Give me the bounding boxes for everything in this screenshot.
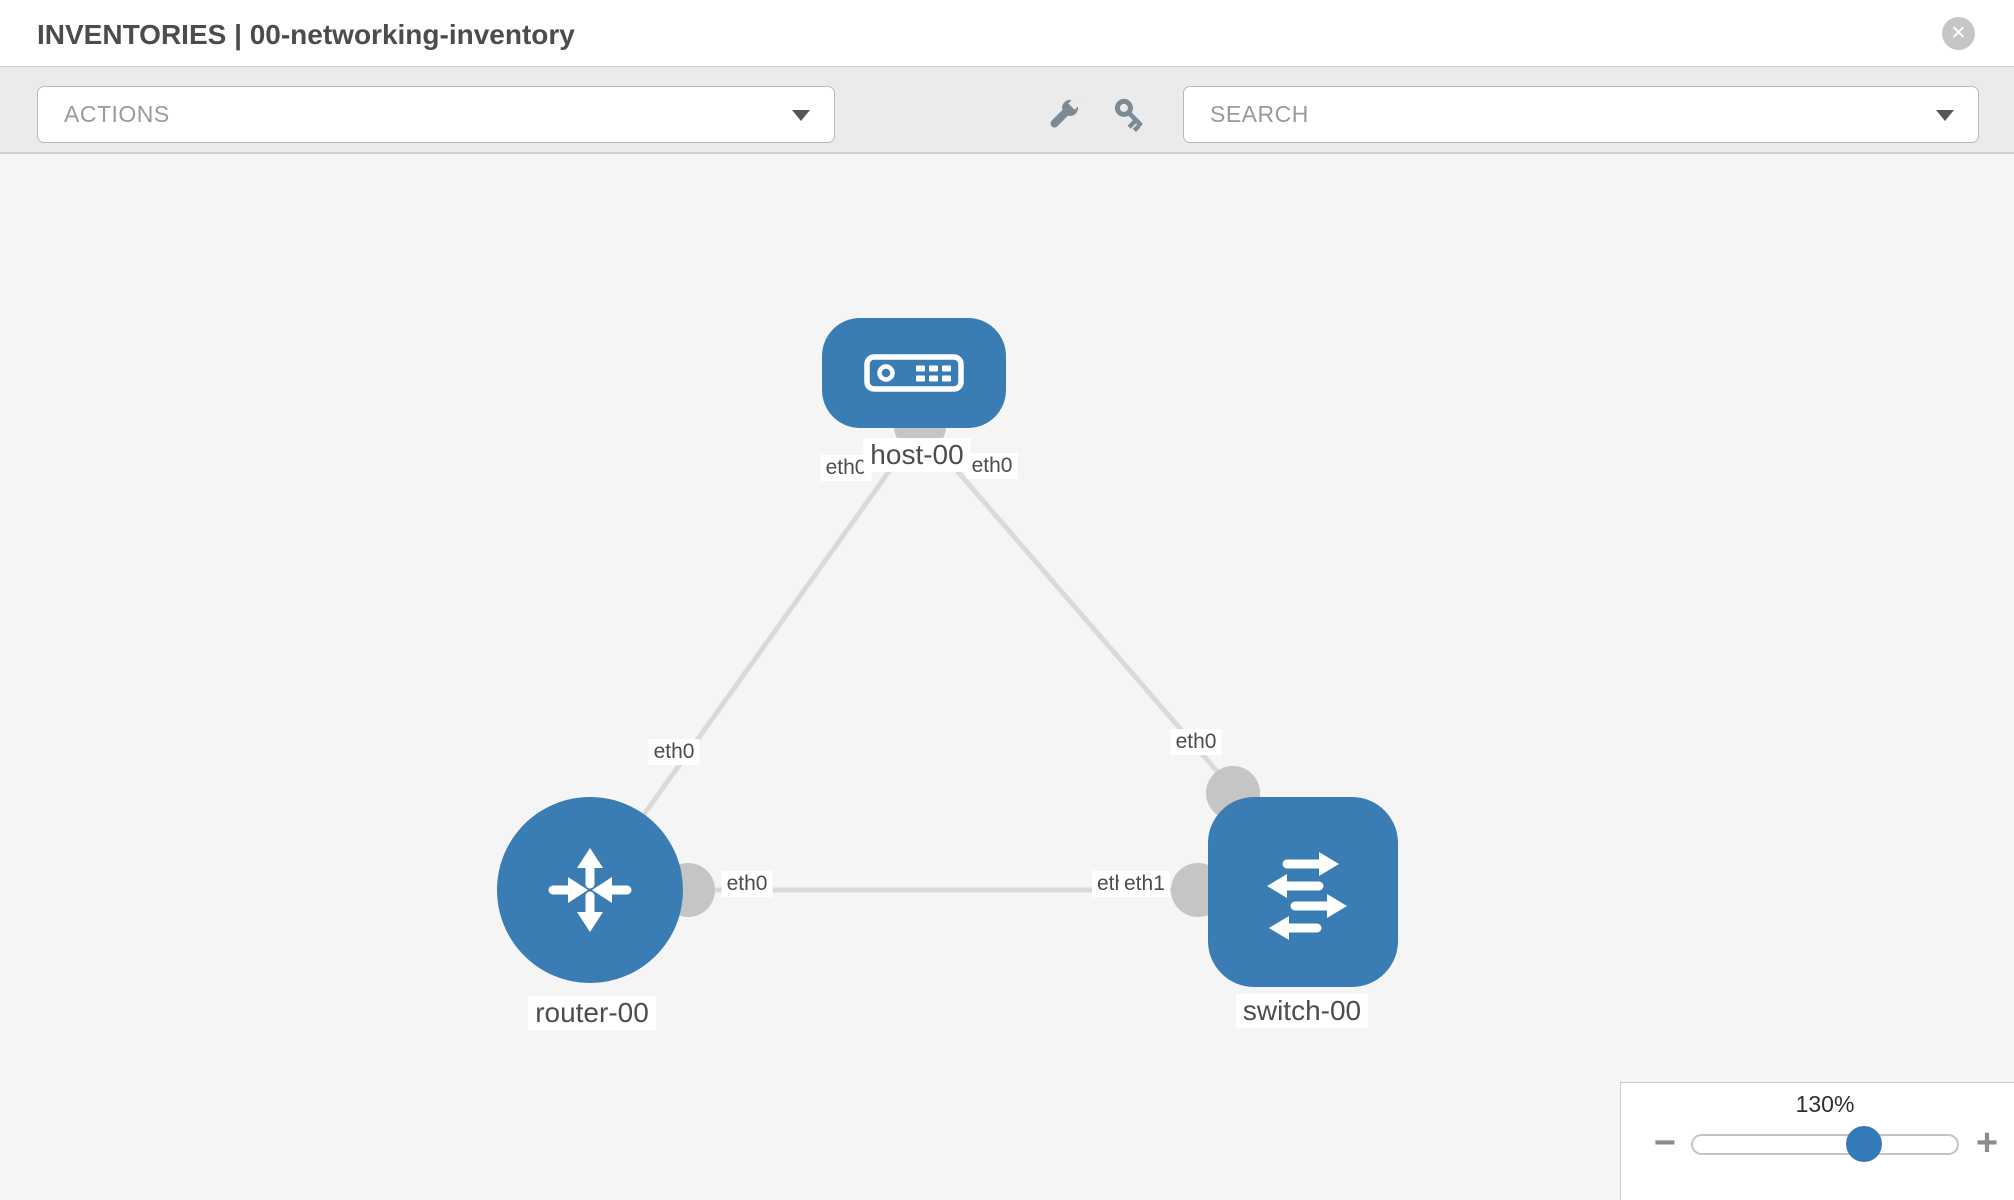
key-icon[interactable] [1112, 96, 1150, 134]
iface-label-host-to-router: eth0 [820, 455, 872, 481]
host-icon [864, 354, 964, 392]
close-icon: ✕ [1950, 23, 1967, 44]
node-host-00[interactable] [822, 318, 1006, 428]
toolbar: ACTIONS SEARCH [0, 66, 2014, 154]
search-dropdown-label: SEARCH [1210, 101, 1309, 127]
node-router-00[interactable] [497, 797, 683, 983]
page-title: INVENTORIES | 00-networking-inventory [37, 19, 575, 50]
zoom-in-button[interactable]: + [1975, 1122, 1999, 1164]
node-label-host: host-00 [863, 438, 971, 472]
topology-links-layer [587, 400, 1303, 917]
actions-dropdown-label: ACTIONS [64, 101, 170, 127]
node-switch-00[interactable] [1208, 797, 1398, 987]
node-label-switch: switch-00 [1235, 994, 1369, 1028]
header-bar: INVENTORIES | 00-networking-inventory ✕ [0, 0, 2014, 66]
chevron-down-icon [792, 110, 810, 121]
actions-dropdown[interactable]: ACTIONS [37, 86, 835, 143]
iface-label-host-to-switch: eth0 [966, 453, 1018, 479]
zoom-slider-track[interactable] [1691, 1134, 1959, 1155]
iface-label-router-to-host: eth0 [648, 739, 700, 765]
switch-icon [1267, 852, 1347, 940]
zoom-slider-knob[interactable] [1846, 1126, 1882, 1162]
iface-label-router-to-switch: eth0 [721, 871, 773, 897]
router-icon [548, 848, 632, 932]
search-dropdown[interactable]: SEARCH [1183, 86, 1979, 143]
wrench-icon[interactable] [1044, 96, 1082, 134]
link-host-router [587, 426, 923, 892]
zoom-panel: 130% − + [1620, 1082, 2014, 1200]
close-button[interactable]: ✕ [1942, 17, 1975, 50]
iface-label-switch-to-router: eth1 [1119, 871, 1170, 897]
link-lines [587, 426, 1303, 893]
iface-label-switch-to-host: eth0 [1170, 729, 1222, 755]
node-label-router: router-00 [528, 996, 656, 1030]
topology-canvas[interactable]: host-00 router-00 switch-00 eth0 eth0 et… [0, 154, 2014, 1200]
chevron-down-icon [1936, 110, 1954, 121]
zoom-out-button[interactable]: − [1653, 1122, 1677, 1164]
zoom-level-value: 130% [1795, 1091, 1855, 1117]
